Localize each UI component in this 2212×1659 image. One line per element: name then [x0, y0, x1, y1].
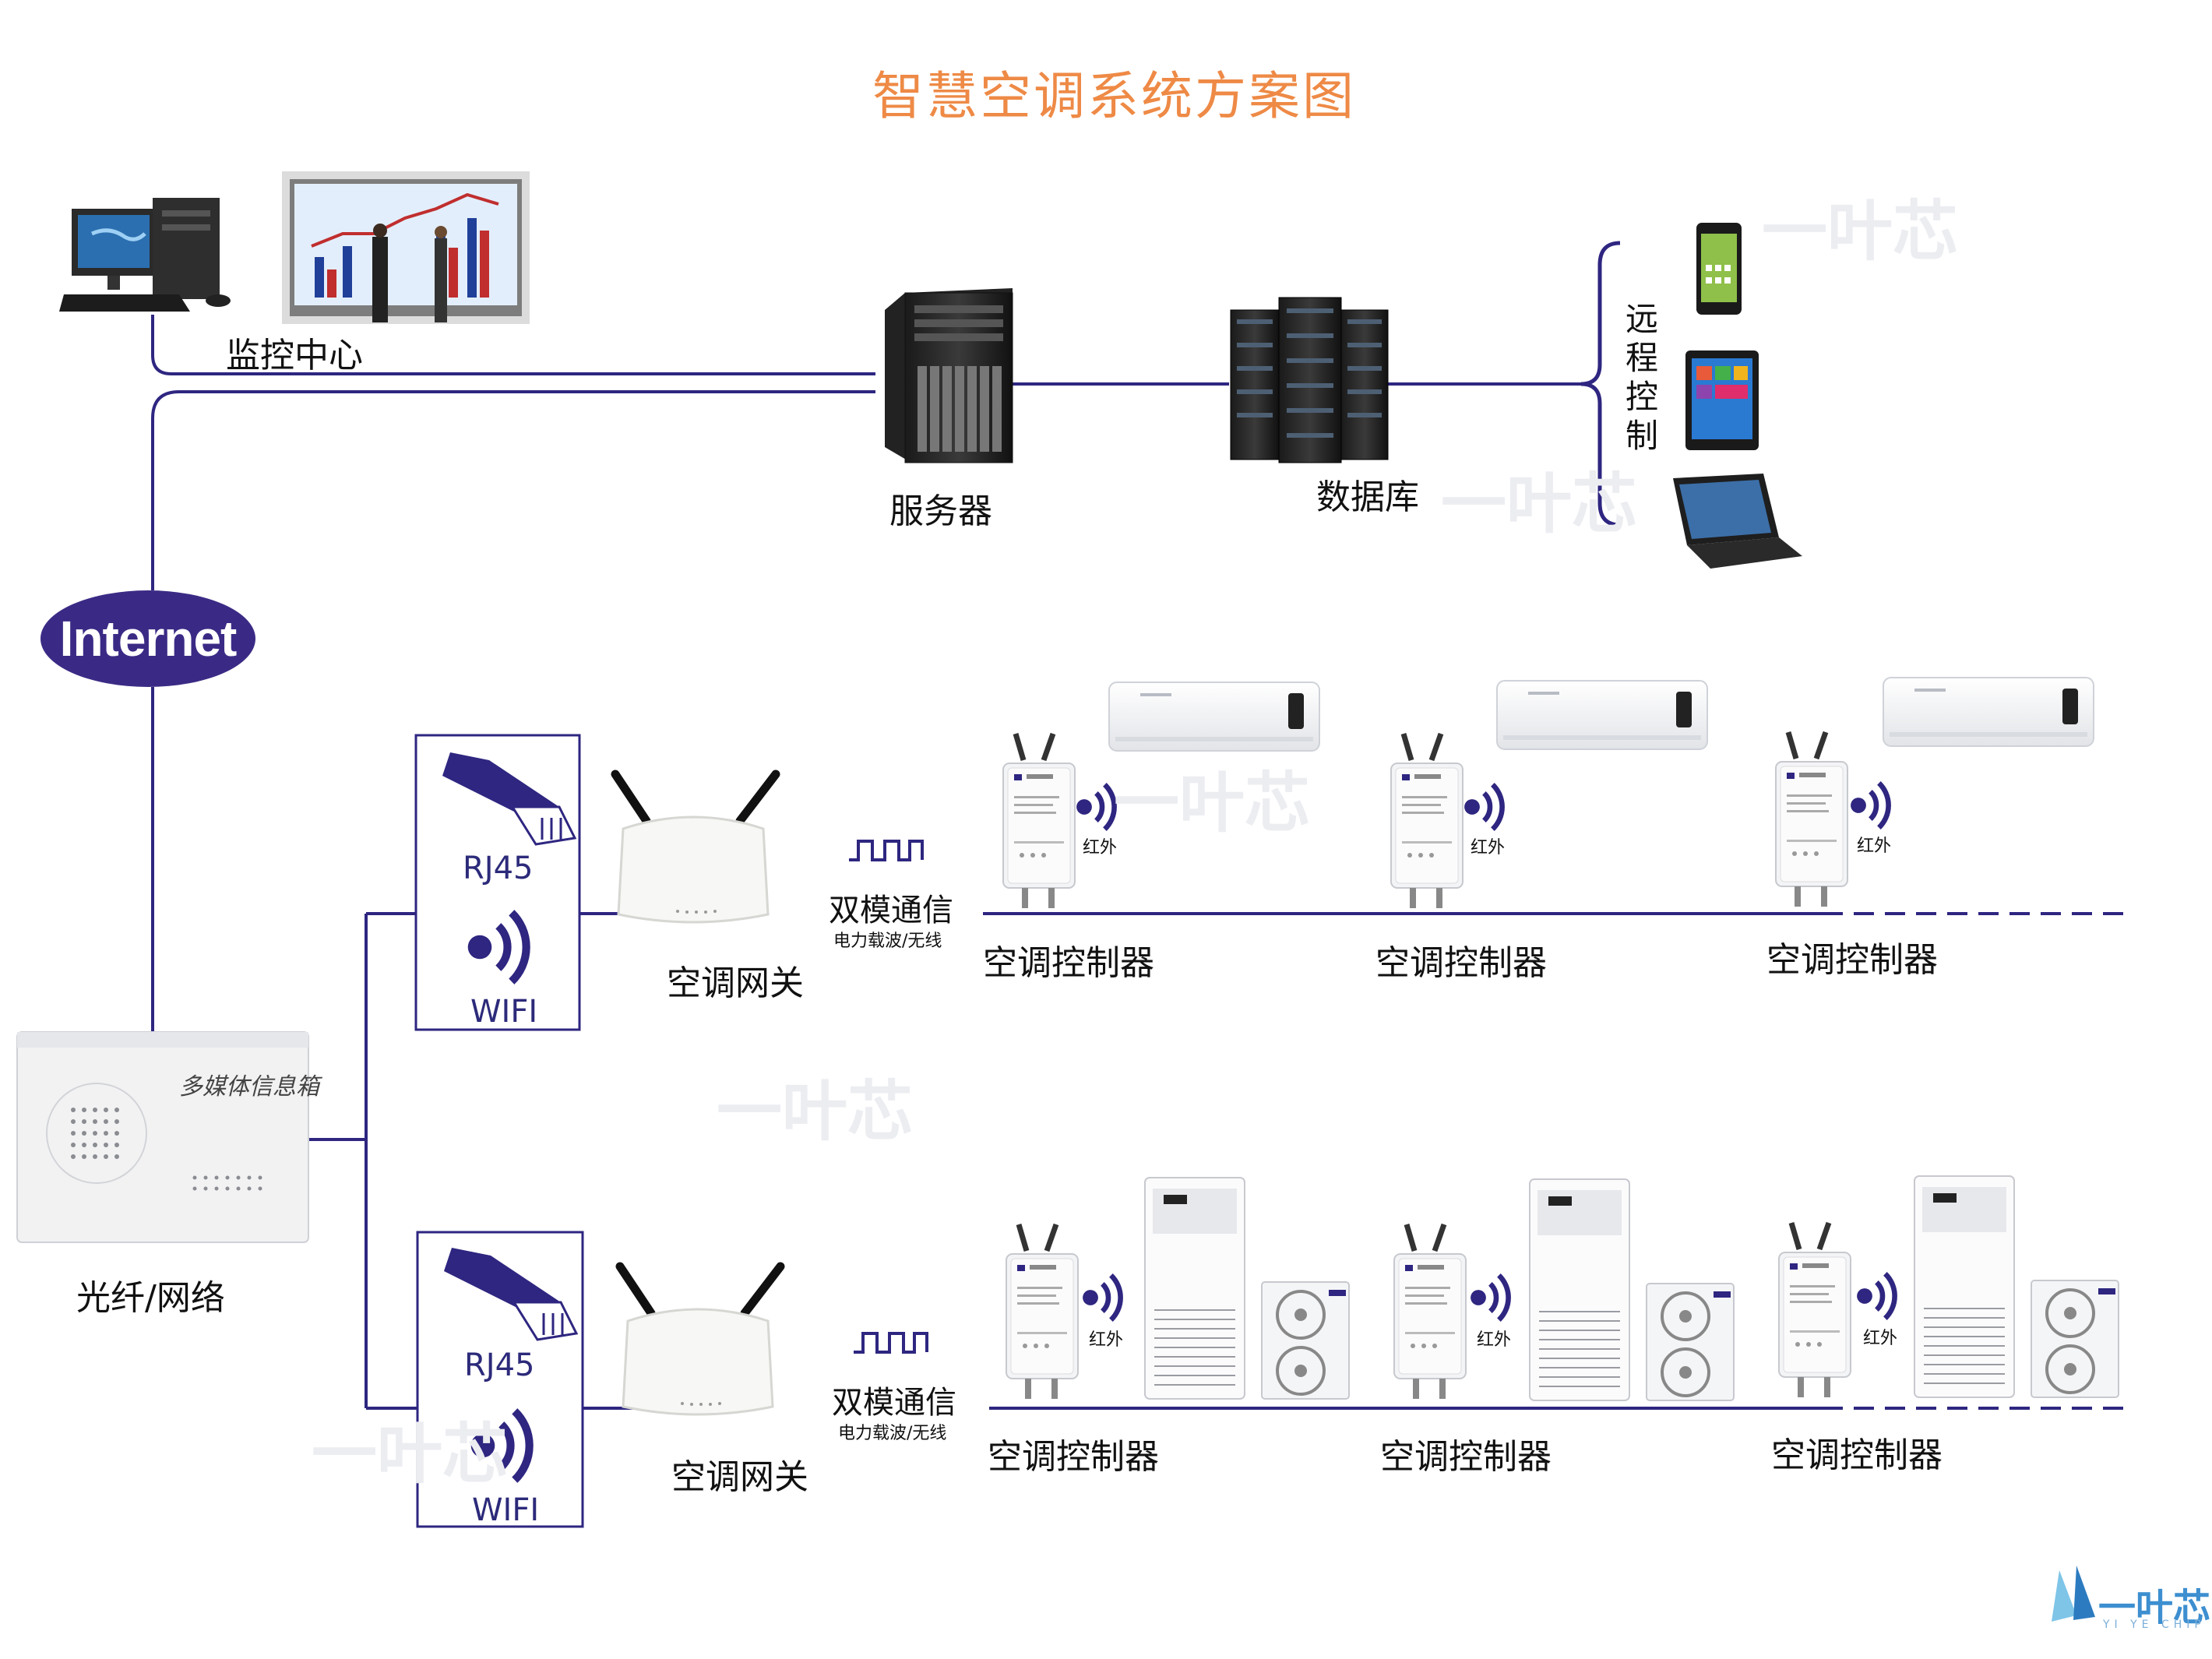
controller-device-icon [1006, 1224, 1078, 1399]
floor-air-conditioner-icon [1143, 1176, 1351, 1400]
database-label: 数据库 [1316, 477, 1419, 517]
presentation-screen-icon [282, 171, 530, 324]
brand-logo-text: 一叶芯 [2098, 1586, 2211, 1629]
infrared-label: 红外 [1083, 838, 1118, 858]
server-tower-icon [885, 288, 1013, 463]
infrared-signal-icon [1851, 783, 1889, 827]
ac-controller-label: 空调控制器 [988, 1437, 1159, 1477]
ac-controller-label: 空调控制器 [1771, 1435, 1943, 1475]
branch2-connection-box [416, 1231, 584, 1528]
database-rack-icon [1230, 297, 1389, 463]
router-icon [620, 1266, 780, 1414]
watermark: 一叶芯 [717, 1073, 914, 1150]
dual-mode-label: 双模通信 [832, 1385, 956, 1421]
controller-device-icon [1003, 734, 1075, 908]
brand-logo-icon [2052, 1566, 2095, 1622]
rj45-connector-icon [442, 1246, 578, 1341]
server-label: 服务器 [889, 491, 992, 531]
dashed-extension-lines [1823, 912, 2134, 1410]
infrared-signal-icon [1076, 784, 1115, 829]
dual-mode-label: 双模通信 [829, 893, 953, 928]
infrared-label: 红外 [1089, 1330, 1124, 1350]
ac-controller-label: 空调控制器 [1375, 943, 1547, 983]
infrared-label: 红外 [1863, 1329, 1898, 1348]
dual-mode-sublabel: 电力载波/无线 [833, 932, 942, 951]
ac-controller-label: 空调控制器 [983, 943, 1154, 983]
signal-wave-icon [852, 1332, 928, 1354]
rj45-label: RJ45 [464, 1347, 535, 1383]
connection-lines [151, 315, 1823, 1410]
fiber-network-label: 光纤/网络 [76, 1278, 225, 1318]
remote-control-brace [1580, 241, 1621, 527]
router-icon [615, 774, 776, 922]
gateway-label: 空调网关 [671, 1457, 808, 1497]
media-box-text: 多媒体信息箱 [179, 1073, 319, 1101]
wifi-label: WIFI [472, 1492, 540, 1528]
wifi-icon [468, 913, 527, 981]
remote-control-label: 远 程 控 制 [1625, 300, 1658, 455]
diagram-title: 智慧空调系统方案图 [872, 66, 1356, 126]
gateway-label: 空调网关 [667, 963, 804, 1003]
ac-controller-label: 空调控制器 [1766, 940, 1938, 980]
branch1-connection-box [414, 734, 581, 1031]
infrared-label: 红外 [1477, 1330, 1512, 1350]
signal-wave-icon [847, 840, 924, 861]
wifi-label: WIFI [470, 994, 538, 1030]
watermark: 一叶芯 [1114, 765, 1311, 841]
laptop-icon [1673, 474, 1802, 569]
wall-air-conditioner-icon [1496, 680, 1708, 750]
dual-mode-sublabel: 电力载波/无线 [838, 1424, 947, 1443]
smartphone-icon [1696, 223, 1742, 315]
controller-device-icon [1779, 1223, 1851, 1397]
floor-air-conditioner-icon [1913, 1175, 2120, 1399]
infrared-signal-icon [1083, 1275, 1121, 1319]
floor-air-conditioner-icon [1528, 1178, 1735, 1402]
watermark: 一叶芯 [1762, 193, 1959, 269]
ac-controller-label: 空调控制器 [1380, 1437, 1552, 1477]
infrared-label: 红外 [1471, 838, 1506, 858]
wall-air-conditioner-icon [1108, 682, 1320, 752]
infrared-signal-icon [1471, 1275, 1509, 1319]
controller-device-icon [1391, 734, 1463, 908]
infrared-label: 红外 [1857, 837, 1892, 856]
infrared-signal-icon [1464, 784, 1502, 829]
controller-device-icon [1394, 1224, 1466, 1399]
desktop-computer-icon [59, 198, 231, 312]
controller-device-icon [1776, 732, 1847, 907]
media-box-icon [16, 1031, 309, 1243]
monitor-center-label: 监控中心 [226, 336, 363, 375]
tablet-icon [1685, 350, 1759, 450]
brand-logo-subtext: YI YE CHIP [2103, 1618, 2206, 1631]
rj45-label: RJ45 [463, 851, 534, 886]
watermark: 一叶芯 [1441, 466, 1638, 542]
infrared-signal-icon [1857, 1273, 1895, 1318]
rj45-connector-icon [441, 751, 576, 846]
watermark: 一叶芯 [312, 1416, 509, 1492]
wall-air-conditioner-icon [1883, 677, 2094, 747]
internet-node: Internet [41, 590, 255, 687]
